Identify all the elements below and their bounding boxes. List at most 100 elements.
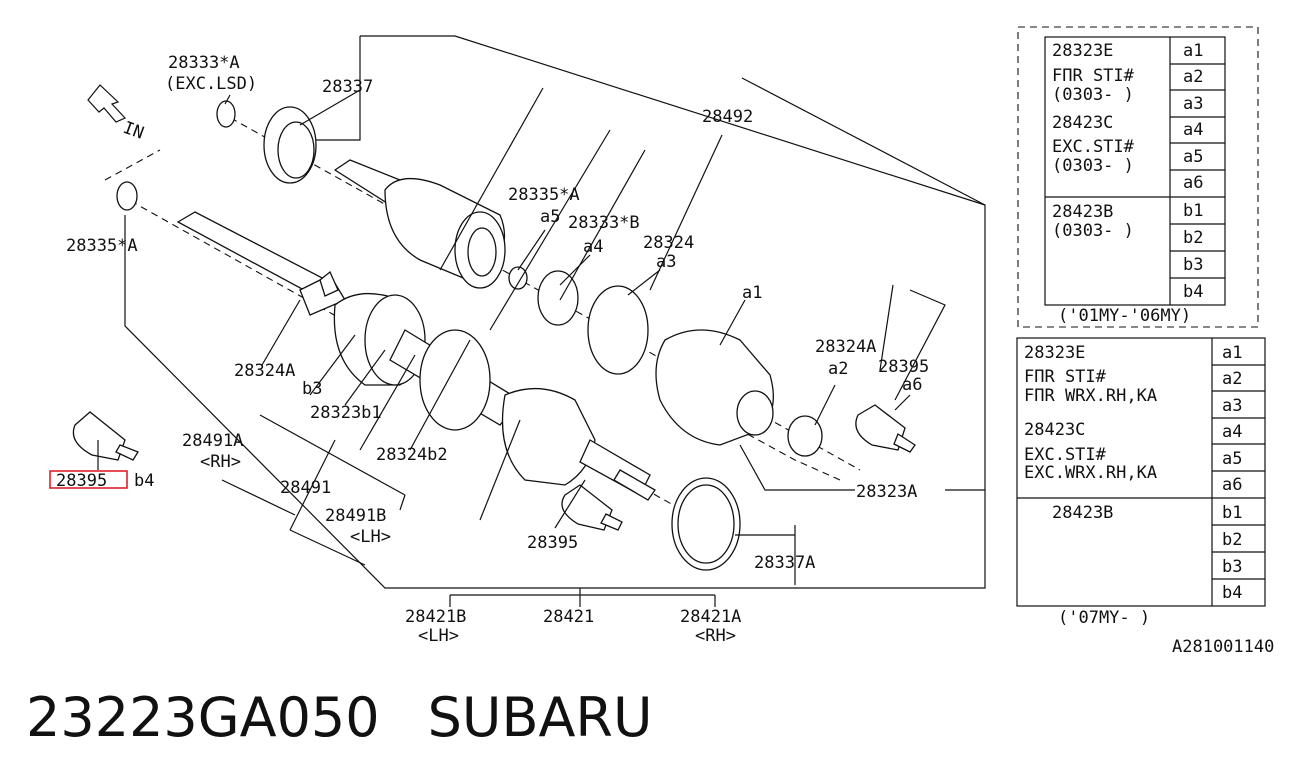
legend-table-bottom: 28323E FΠR STI# FΠR WRX.RH,KA 28423C EXC… [1016,337,1266,628]
tb-left-3: 28423C [1024,420,1085,440]
ring-28333B-a4 [537,270,579,326]
label-a4: a4 [583,237,603,257]
tt-code-8: b3 [1183,255,1203,275]
label-a6: a6 [902,375,922,395]
boot-band-a2 [787,415,823,457]
footer-title: 23223GA050 SUBARU [26,686,700,749]
inboard-joint-housing [333,159,506,289]
label-28335A-top: 28335*A [508,185,580,205]
label-28333B: 28333*B [568,213,640,233]
tt-code-4: a5 [1183,147,1203,167]
tb-left-1: FΠR STI# [1024,367,1107,387]
tb-left-5: EXC.WRX.RH,KA [1024,463,1157,483]
label-28421A: 28421A [680,607,741,627]
label-b4: b4 [134,471,154,491]
label-28324: 28324 [643,233,694,253]
label-28337: 28337 [322,77,373,97]
boot-band-28324A-b3 [319,270,339,297]
ring-28335A-a5 [508,266,528,290]
boot-band-28324-b2 [419,329,491,431]
label-28323A: 28323A [856,482,917,502]
tt-caption: ('01MY-'06MY) [1058,306,1191,326]
tb-code-4: a5 [1222,449,1242,469]
tt-left-0: 28323E [1052,41,1113,61]
label-lh-2: <LH> [418,626,459,646]
label-in: IN [120,118,146,144]
label-28333A: 28333*A [168,53,240,73]
label-28395-right: 28395 [878,357,929,377]
label-28324A-left: 28324A [234,361,295,381]
snap-ring-28335A-left [116,181,138,211]
label-28421B: 28421B [405,607,466,627]
assembly-frame [124,35,986,589]
tb-left-6: 28423B [1052,503,1113,523]
label-28395-left: 28395 [56,471,107,491]
tt-code-6: b1 [1183,201,1203,221]
callout-bracket-28333A [310,36,361,141]
damper-a6 [855,404,916,453]
label-28337A: 28337A [754,553,815,573]
seal-28337A-inner [677,484,735,564]
snap-ring-28333A [216,100,236,128]
diagram-id: A281001140 [1172,637,1274,657]
boot-band-28324-a3 [587,285,649,375]
label-28323b1: 28323b1 [310,403,382,423]
tb-code-3: a4 [1222,422,1242,442]
tt-code-3: a4 [1183,120,1203,140]
tt-code-7: b2 [1183,228,1203,248]
tt-code-0: a1 [1183,41,1203,61]
label-28491A: 28491A [182,431,243,451]
tb-left-0: 28323E [1024,343,1085,363]
damper-28395-left [72,411,139,461]
part-number: 23223GA050 [26,686,380,749]
tb-left-4: EXC.STI# [1024,445,1107,465]
tb-left-2: FΠR WRX.RH,KA [1024,386,1157,406]
label-28421: 28421 [543,607,594,627]
tt-left-5: (0303- ) [1052,156,1134,176]
tb-code-5: a6 [1222,475,1242,495]
label-28324b2: 28324b2 [376,445,448,465]
tb-code-8: b3 [1222,557,1242,577]
label-a3: a3 [656,252,676,272]
dashed-guide-left [104,149,161,181]
label-28335A-left: 28335*A [66,236,138,256]
tb-code-0: a1 [1222,343,1242,363]
tt-left-4: EXC.STI# [1052,137,1135,157]
label-exc-lsd: (EXC.LSD) [165,74,257,94]
tb-code-2: a3 [1222,396,1242,416]
parts-diagram: IN [49,26,1274,657]
brand-name: SUBARU [427,686,653,749]
label-28395-mid: 28395 [527,533,578,553]
tb-code-1: a2 [1222,369,1242,389]
label-28492: 28492 [702,107,753,127]
tt-left-6: 28423B [1052,202,1113,222]
dashed-guide-bottom [739,429,841,481]
damper-28395-mid [561,484,623,531]
tb-code-6: b1 [1222,503,1242,523]
tt-code-1: a2 [1183,67,1203,87]
oil-seal-inner [277,121,315,179]
label-rh-2: <RH> [695,626,736,646]
tt-code-2: a3 [1183,94,1203,114]
label-b3: b3 [302,379,322,399]
tt-left-1: FΠR STI# [1052,66,1135,86]
legend-table-top: 28323E FΠR STI# (0303- ) 28423C EXC.STI#… [1017,26,1259,328]
tt-left-3: 28423C [1052,113,1113,133]
label-28324A-right: 28324A [815,337,876,357]
leader-lines [97,77,986,607]
label-rh-1: <RH> [200,452,241,472]
label-a2: a2 [828,359,848,379]
direction-arrow-icon [87,84,127,123]
label-a5: a5 [540,207,560,227]
tt-code-9: b4 [1183,282,1203,302]
label-a1: a1 [742,283,762,303]
highlight-box-28395 [49,470,128,489]
tt-left-7: (0303- ) [1052,221,1134,241]
label-lh-1: <LH> [350,527,391,547]
label-28491: 28491 [280,478,331,498]
boot-a1 [655,329,774,446]
tt-code-5: a6 [1183,173,1203,193]
tb-code-7: b2 [1222,530,1242,550]
tt-left-2: (0303- ) [1052,85,1134,105]
tb-code-9: b4 [1222,583,1242,603]
